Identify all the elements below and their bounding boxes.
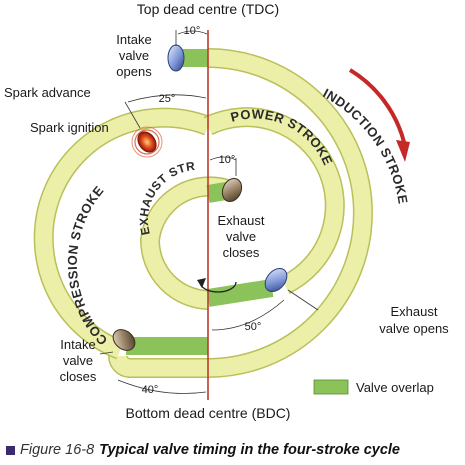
- outer-band-bottom-fill: [109, 355, 208, 377]
- intake-closes-angle: 40°: [142, 384, 159, 396]
- svg-text:closes: closes: [223, 245, 260, 260]
- svg-text:closes: closes: [60, 369, 97, 384]
- outer-band-arc-fill: [207, 49, 372, 377]
- centre-arrow-icon: [197, 278, 237, 293]
- exhaust-closes-angle-arc: [209, 156, 237, 161]
- legend-label: Valve overlap: [356, 380, 434, 395]
- bdc-label: Bottom dead centre (BDC): [126, 405, 291, 421]
- power-band: [203, 107, 345, 294]
- intake-opens-label: Intake valve opens: [116, 32, 152, 79]
- svg-text:opens: opens: [116, 64, 152, 79]
- exhaust-opens-angle: 50°: [245, 321, 262, 333]
- legend: Valve overlap: [313, 379, 434, 395]
- rotation-arrow: [348, 68, 410, 162]
- legend-swatch: [313, 379, 349, 395]
- figure-title: Typical valve timing in the four-stroke …: [99, 442, 400, 458]
- spark-advance-angle-arc: [127, 94, 207, 103]
- caption-square-icon: [6, 445, 15, 455]
- svg-text:Intake: Intake: [60, 337, 95, 352]
- exhaust-opens-angle-arc: [211, 299, 285, 331]
- spark-ignition-icon: [131, 126, 163, 158]
- exhaust-closes-angle: 10°: [219, 154, 236, 166]
- intake-opens-angle-arc: [177, 30, 208, 35]
- outer-band: [108, 48, 373, 378]
- svg-text:Intake: Intake: [116, 32, 151, 47]
- intake-closes-valve-icon: [112, 329, 136, 351]
- exhaust-band: [139, 176, 234, 310]
- exhaust-opens-valve-icon: [264, 267, 288, 293]
- svg-text:Exhaust: Exhaust: [391, 304, 438, 319]
- figure-number: Figure 16-8: [20, 442, 95, 458]
- svg-text:valve: valve: [63, 353, 93, 368]
- intake-closes-angle-arc: [117, 379, 207, 394]
- svg-text:valve: valve: [119, 48, 149, 63]
- spark-advance-angle: 25°: [159, 93, 176, 105]
- svg-text:Exhaust: Exhaust: [218, 213, 265, 228]
- intake-opens-angle: 10°: [184, 25, 201, 37]
- spark-advance-label: Spark advance: [4, 85, 91, 100]
- svg-text:valve opens: valve opens: [379, 321, 449, 336]
- tdc-label: Top dead centre (TDC): [137, 1, 279, 17]
- figure-caption: Figure 16-8 Typical valve timing in the …: [4, 438, 464, 462]
- compression-band: [33, 107, 212, 360]
- exhaust-closes-valve-icon: [221, 177, 243, 203]
- intake-closes-label: Intake valve closes: [60, 337, 97, 384]
- overlap-right: [206, 279, 274, 307]
- spark-ignition-label: Spark ignition: [30, 120, 109, 135]
- exhaust-opens-label: Exhaust valve opens: [379, 304, 449, 336]
- exhaust-closes-label: Exhaust valve closes: [218, 213, 265, 260]
- intake-opens-valve-icon: [167, 44, 185, 72]
- svg-text:valve: valve: [226, 229, 256, 244]
